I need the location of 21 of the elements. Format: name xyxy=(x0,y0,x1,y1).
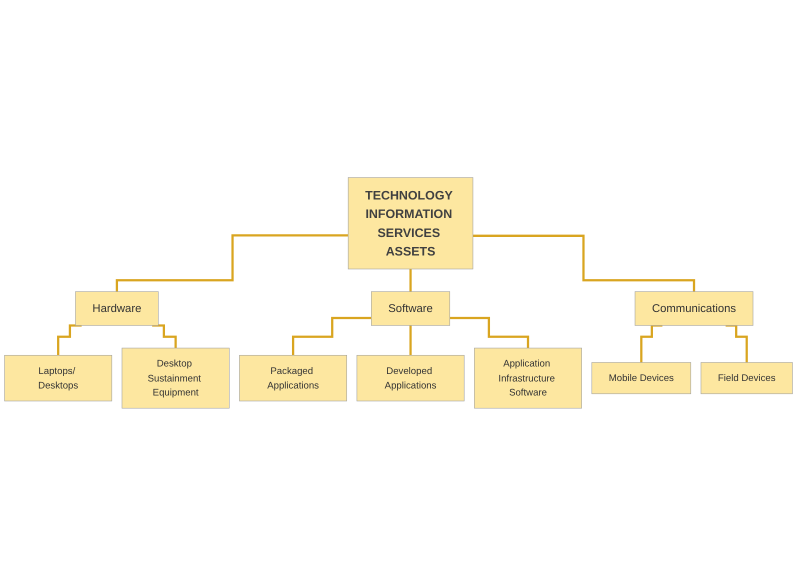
connector xyxy=(116,234,348,293)
node-box: Mobile Devices xyxy=(592,362,692,394)
connector xyxy=(152,324,177,350)
node-box: Communications xyxy=(634,291,754,326)
node-box: Application Infrastructure Software xyxy=(474,348,582,409)
node-box: Developed Applications xyxy=(356,355,464,402)
connector xyxy=(450,316,530,350)
connector xyxy=(57,324,82,357)
connector xyxy=(472,234,696,293)
node-box: Software xyxy=(371,291,450,326)
node-box: Laptops/ Desktops xyxy=(4,355,112,402)
node-box: Packaged Applications xyxy=(239,355,348,402)
node-box: TECHNOLOGY INFORMATION SERVICES ASSETS xyxy=(348,177,474,270)
connector xyxy=(726,324,748,364)
connector xyxy=(409,324,412,357)
connector xyxy=(292,316,372,357)
node-box: Desktop Sustainment Equipment xyxy=(122,348,230,409)
node-box: Field Devices xyxy=(700,362,793,394)
node-box: Hardware xyxy=(75,291,159,326)
connector xyxy=(640,324,662,364)
connector xyxy=(409,268,412,293)
